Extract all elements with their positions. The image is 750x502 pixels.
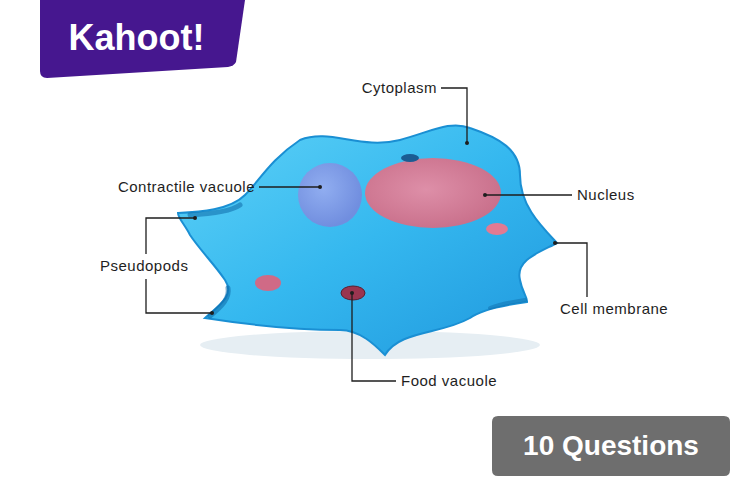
vacuole-shape bbox=[255, 275, 281, 291]
food-vacuole-shape bbox=[341, 286, 365, 300]
part-label: Contractile vacuole bbox=[118, 178, 255, 196]
pseudopod-tip bbox=[490, 300, 525, 308]
contractile-vacuole-shape bbox=[298, 163, 362, 227]
leader-dot bbox=[553, 241, 557, 245]
leader-dots bbox=[193, 141, 557, 315]
bracket-line bbox=[146, 218, 195, 254]
part-label: Food vacuole bbox=[401, 372, 497, 390]
leader-dot bbox=[465, 141, 469, 145]
vacuole-shape bbox=[401, 154, 419, 162]
leader-line bbox=[555, 243, 587, 297]
leader-dot bbox=[350, 291, 354, 295]
badge-text: 10 Questions bbox=[523, 430, 699, 462]
part-label: Nucleus bbox=[577, 186, 635, 204]
vacuole-shape bbox=[486, 223, 508, 235]
leader-dot bbox=[210, 311, 214, 315]
nucleus-shape bbox=[365, 158, 501, 228]
shape-fill bbox=[492, 416, 730, 476]
leader-line bbox=[259, 186, 320, 187]
shape-fill bbox=[40, 0, 245, 78]
pseudopod-tip bbox=[190, 205, 240, 215]
part-label: Cell membrane bbox=[560, 300, 668, 318]
pseudopod-tip bbox=[210, 288, 228, 316]
leader-lines bbox=[146, 88, 587, 381]
leader-dot bbox=[193, 216, 197, 220]
bracket-line bbox=[146, 279, 212, 313]
part-label: Cytoplasm bbox=[362, 79, 437, 97]
leader-dot bbox=[483, 193, 487, 197]
leader-line bbox=[352, 293, 396, 381]
part-label: Pseudopods bbox=[100, 257, 188, 275]
cell-body bbox=[178, 125, 557, 355]
logo-text: Kahoot! bbox=[69, 17, 205, 58]
count-badge: 10 Questions bbox=[492, 416, 730, 476]
leader-dot bbox=[318, 185, 322, 189]
leader-line bbox=[441, 88, 467, 143]
logo-banner: Kahoot! bbox=[40, 0, 245, 78]
leader-line bbox=[485, 194, 572, 195]
